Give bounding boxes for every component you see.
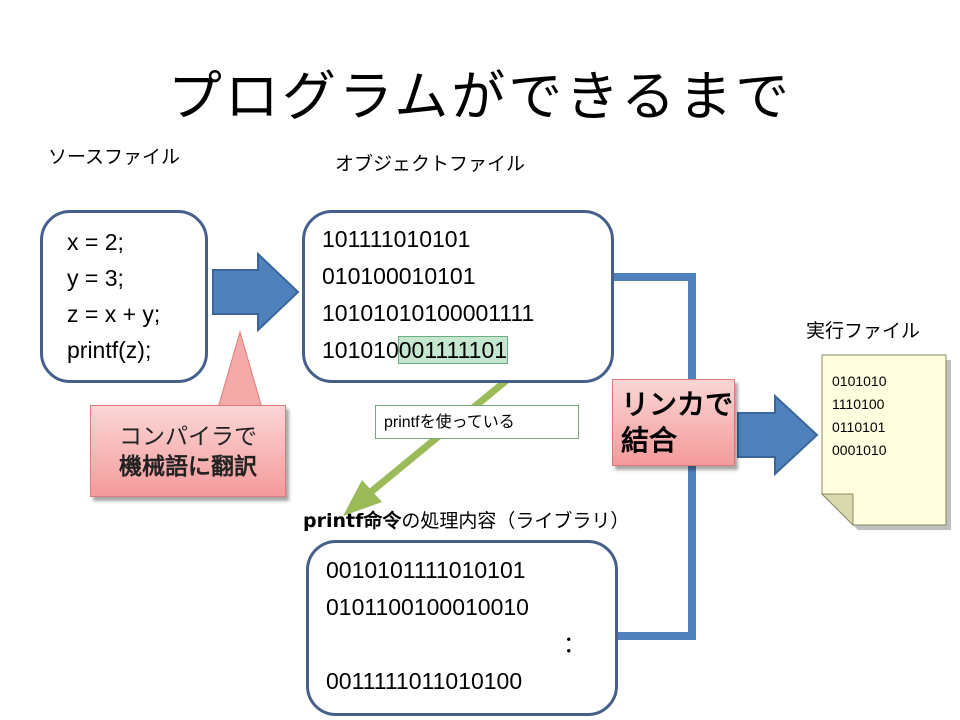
library-label-rest: の処理内容（ライブラリ） — [401, 510, 630, 532]
object-line: 010100010101 — [322, 263, 476, 289]
printf-usage-suffix: を使っている — [419, 412, 515, 431]
compiler-note-line1: コンパイラで — [119, 424, 257, 450]
compiler-callout-pointer — [217, 330, 263, 409]
compile-arrow — [212, 251, 300, 333]
source-file-box: x = 2; y = 3; z = x + y; printf(z); — [40, 210, 208, 383]
executable-code-block: 0101010 1110100 0110101 0001010 — [832, 370, 887, 462]
source-line: printf(z); — [67, 337, 152, 363]
library-line: 0010101111010101 — [326, 557, 526, 583]
printf-usage-note: printfを使っている — [375, 405, 579, 439]
source-line: x = 2; — [67, 229, 124, 255]
library-label: printf命令の処理内容（ライブラリ） — [303, 506, 629, 533]
library-line: 0101100100010010 — [326, 594, 529, 620]
object-file-label: オブジェクトファイル — [335, 153, 526, 175]
library-box: 0010101111010101 0101100100010010 ： 0011… — [306, 540, 618, 716]
object-code-block: 101111010101 010100010101 10101010100001… — [322, 221, 534, 369]
source-line: z = x + y; — [67, 301, 161, 327]
linker-note-line1: リンカで — [621, 388, 734, 421]
page-title: プログラムができるまで — [167, 65, 793, 128]
executable-line: 0001010 — [832, 442, 887, 458]
source-line: y = 3; — [67, 265, 124, 291]
linker-note: リンカで 結合 — [612, 379, 735, 466]
library-code-block: 0010101111010101 0101100100010010 ： 0011… — [326, 552, 586, 700]
object-line: 101111010101 — [322, 226, 471, 252]
library-label-printf: printf命令の処理内容（ライブラリ） — [303, 510, 629, 532]
object-line-last: 101010001111101 — [322, 332, 534, 369]
linker-note-line2: 結合 — [621, 424, 678, 457]
printf-usage-prefix: printf — [384, 414, 420, 431]
link-arrow — [737, 393, 819, 477]
printf-call-highlight: 001111101 — [397, 336, 509, 364]
compiler-note-line2: 機械語に翻訳 — [119, 454, 257, 480]
object-line-plain: 101010 — [322, 337, 399, 363]
library-label-bold: printf命令 — [303, 510, 402, 532]
library-ellipsis: ： — [563, 631, 586, 657]
library-reference-arrowhead — [343, 480, 382, 516]
executable-file-label: 実行ファイル — [806, 320, 921, 342]
executable-file-dogear — [820, 493, 854, 527]
executable-line: 0110101 — [832, 419, 886, 435]
library-reference-arrow — [352, 377, 510, 508]
compiler-note: コンパイラで 機械語に翻訳 — [90, 405, 286, 497]
source-code-block: x = 2; y = 3; z = x + y; printf(z); — [67, 224, 160, 368]
library-line: 0011111011010100 — [326, 668, 523, 694]
executable-line: 1110100 — [832, 396, 885, 412]
object-file-box: 101111010101 010100010101 10101010100001… — [302, 210, 614, 383]
object-line: 10101010100001111 — [322, 300, 535, 326]
executable-file-icon — [821, 354, 947, 526]
source-file-label: ソースファイル — [48, 146, 181, 168]
executable-line: 0101010 — [832, 373, 887, 389]
